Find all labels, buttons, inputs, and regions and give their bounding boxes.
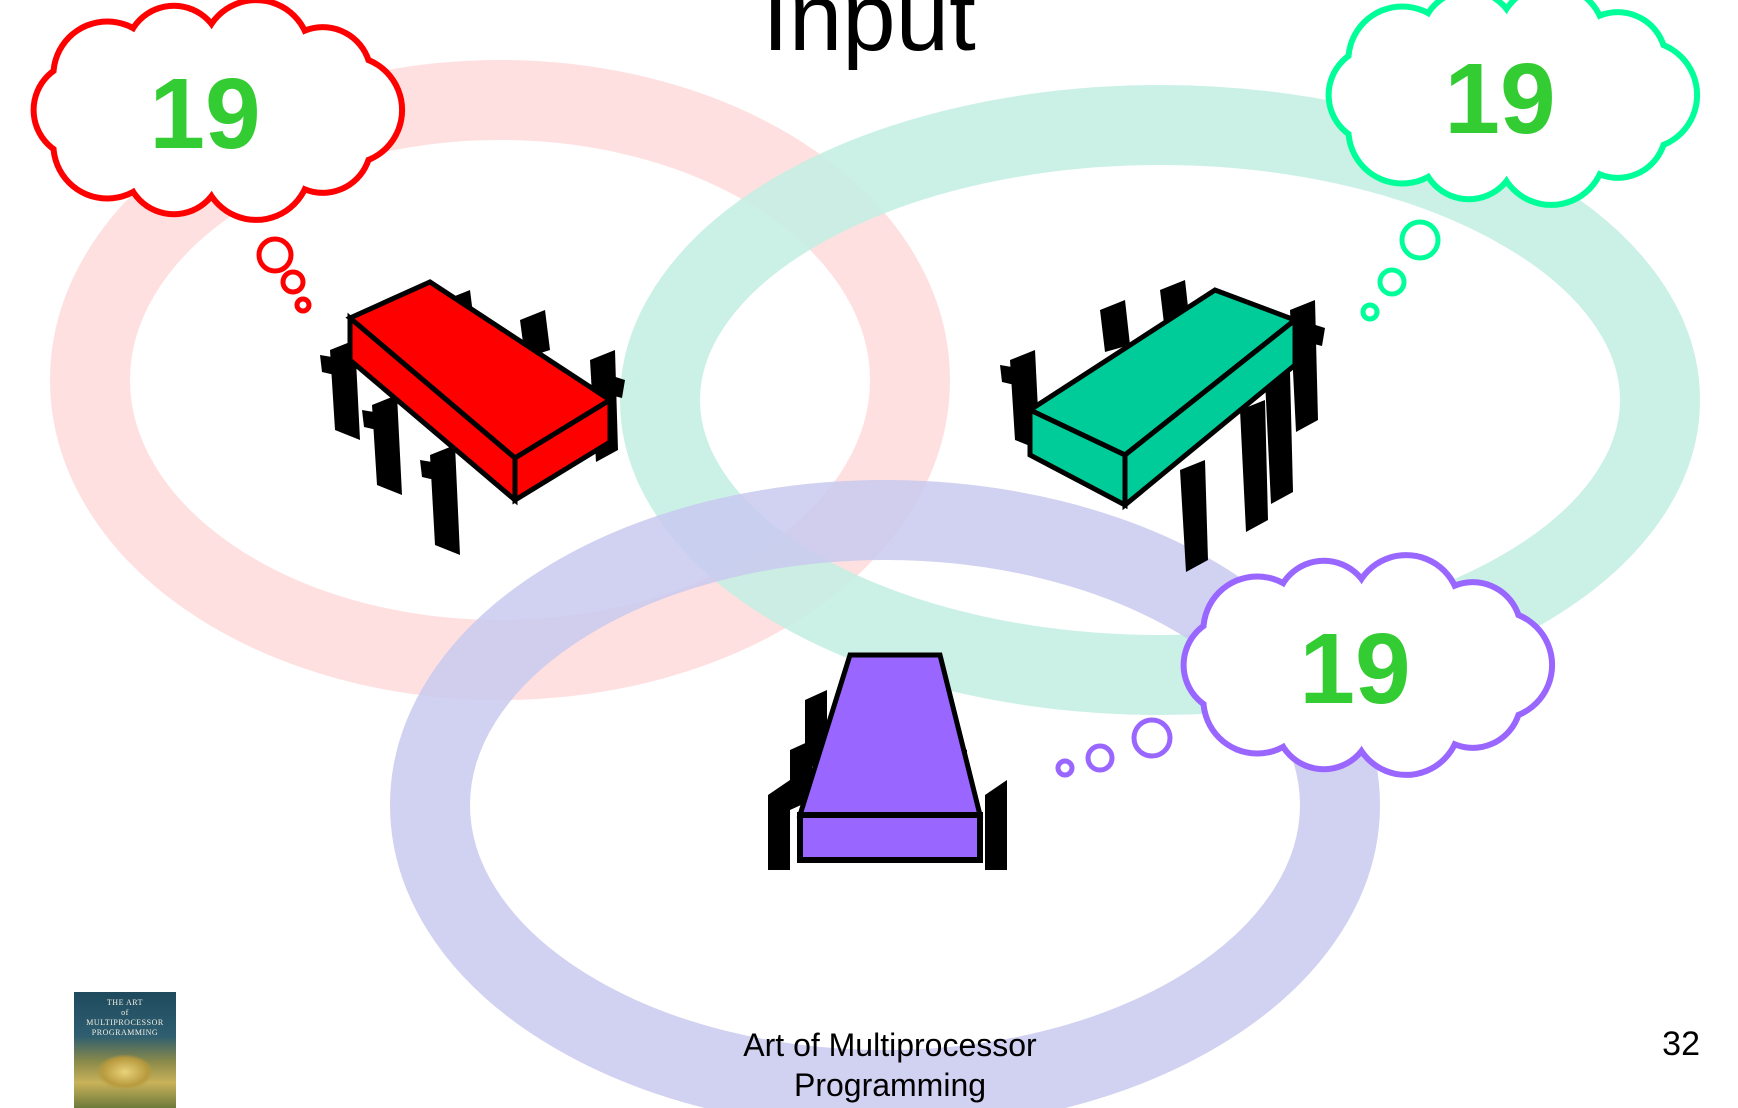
- slide-title: Input: [762, 0, 976, 71]
- green-thought-value: 19: [1444, 43, 1555, 155]
- purple-cloud-shape: [1180, 552, 1556, 778]
- thought-clouds: 19 19 19: [30, 0, 1701, 778]
- red-thought-bubble: [256, 236, 294, 274]
- red-cloud-shape: [30, 0, 406, 223]
- purple-chip-front: [797, 812, 983, 863]
- book-cover-bird-image: [96, 1054, 154, 1090]
- green-thought-bubble: [1377, 267, 1407, 297]
- green-thought-bubble: [1399, 219, 1441, 261]
- purple-ring: [390, 480, 1380, 1108]
- footer-text: Art of Multiprocessor Programming: [650, 1025, 1130, 1105]
- red-thought-cloud: 19: [30, 0, 406, 314]
- green-thought-cloud: 19: [1325, 0, 1701, 322]
- purple-processor-chip: [768, 652, 1007, 870]
- rings: [50, 60, 1700, 1108]
- green-processor-chip: [1000, 280, 1325, 572]
- green-cloud-shape: [1325, 0, 1701, 208]
- purple-thought-bubble: [1055, 758, 1075, 778]
- red-thought-bubble: [294, 296, 312, 314]
- purple-thought-cloud: 19: [1055, 552, 1556, 778]
- red-processor-chip: [320, 279, 625, 555]
- green-chip-legs: [1000, 280, 1325, 572]
- green-ring: [620, 85, 1700, 715]
- page-number: 32: [1662, 1025, 1700, 1063]
- book-cover-text: THE ART of MULTIPROCESSOR PROGRAMMING: [86, 998, 164, 1037]
- footer-line-2: Programming: [793, 1067, 987, 1103]
- purple-thought-bubble: [1131, 717, 1173, 759]
- footer-line-1: Art of Multiprocessor: [743, 1027, 1037, 1063]
- purple-thought-value: 19: [1299, 613, 1410, 725]
- red-thought-bubble: [280, 269, 306, 295]
- green-thought-bubble: [1360, 302, 1380, 322]
- purple-thought-bubble: [1085, 743, 1115, 773]
- green-chip-side: [1122, 314, 1298, 511]
- red-thought-value: 19: [149, 58, 260, 170]
- book-cover-logo: THE ART of MULTIPROCESSOR PROGRAMMING: [74, 992, 176, 1108]
- red-chip-side: [512, 395, 613, 505]
